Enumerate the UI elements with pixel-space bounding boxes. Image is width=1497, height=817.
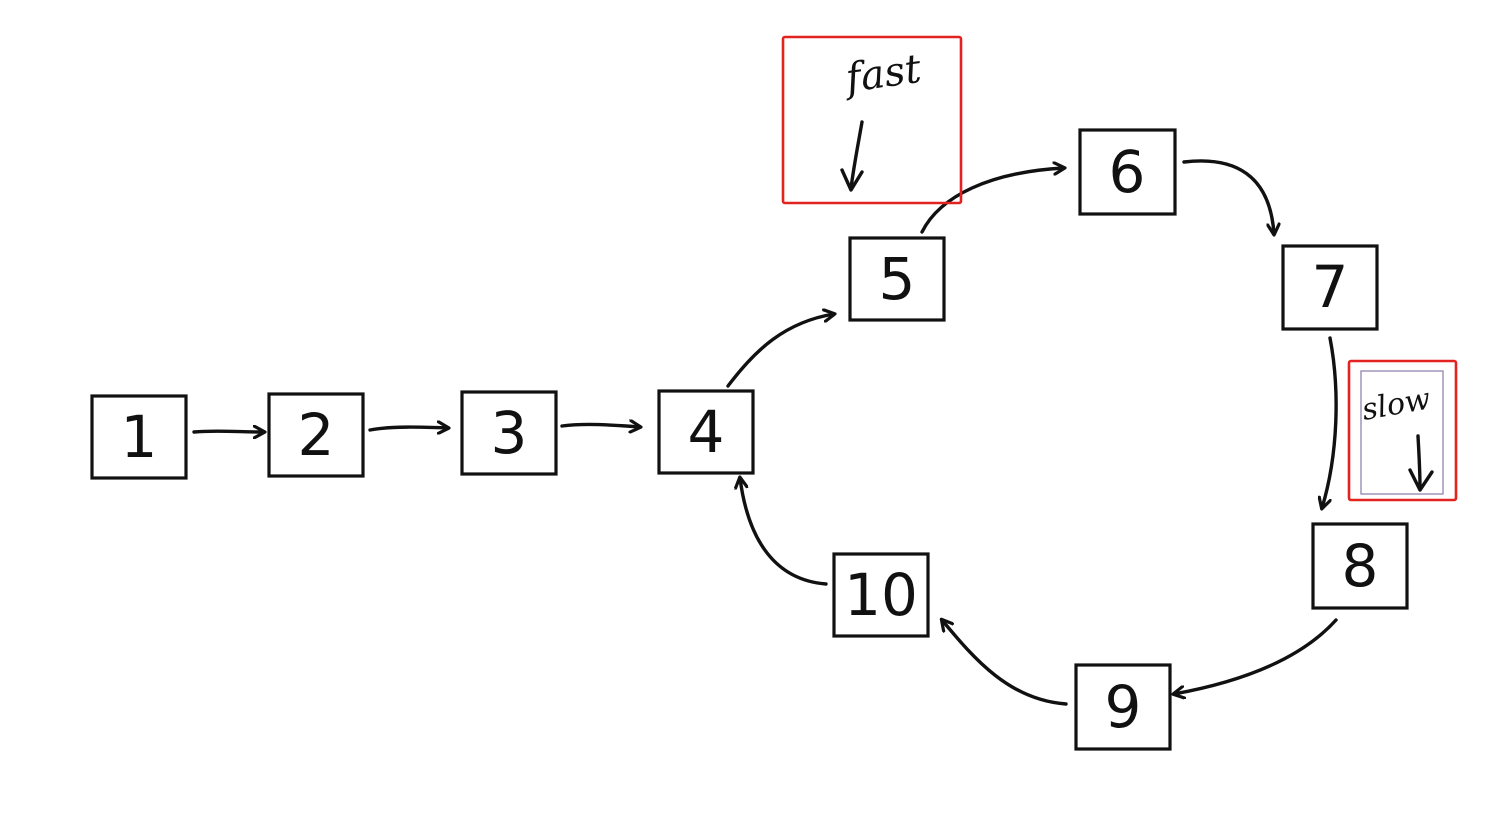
edge-5-6 <box>920 168 1064 234</box>
fast-highlight-box <box>781 35 963 205</box>
edge-10-4 <box>740 478 828 586</box>
slow-inner-frame <box>1360 370 1444 495</box>
edge-6-7 <box>1182 159 1274 234</box>
node-7: 7 <box>1281 244 1379 331</box>
edge-2-3 <box>368 427 448 430</box>
node-label: 4 <box>688 398 725 466</box>
node-label: 9 <box>1105 673 1142 741</box>
edge-1-2 <box>192 431 264 432</box>
node-1: 1 <box>90 394 188 480</box>
edge-4-5 <box>726 314 834 388</box>
nodes: 1 2 3 4 5 6 7 8 <box>90 128 1409 751</box>
node-label: 8 <box>1342 532 1379 600</box>
slow-down-arrow-icon <box>1408 434 1434 492</box>
node-6: 6 <box>1078 128 1177 216</box>
node-label: 10 <box>844 561 918 629</box>
node-label: 3 <box>491 399 528 467</box>
node-3: 3 <box>460 390 558 476</box>
fast-down-arrow-icon <box>840 120 864 192</box>
node-label: 5 <box>879 245 916 313</box>
node-label: 7 <box>1312 253 1349 321</box>
slow-highlight-box <box>1347 359 1458 502</box>
edge-3-4 <box>560 424 640 427</box>
node-5: 5 <box>848 236 946 322</box>
node-10: 10 <box>832 552 930 638</box>
slow-pointer: slow <box>1347 359 1458 502</box>
node-2: 2 <box>267 392 365 478</box>
fast-pointer: fast <box>781 35 963 205</box>
node-label: 1 <box>121 403 158 471</box>
edge-7-8 <box>1322 336 1338 508</box>
fast-label: fast <box>840 46 925 103</box>
node-9: 9 <box>1074 663 1172 751</box>
node-8: 8 <box>1311 522 1409 610</box>
edges <box>192 159 1338 706</box>
node-label: 6 <box>1109 138 1146 206</box>
edge-9-10 <box>942 620 1068 706</box>
slow-label: slow <box>1359 381 1433 427</box>
node-label: 2 <box>298 401 335 469</box>
edge-8-9 <box>1174 618 1338 694</box>
node-4: 4 <box>657 389 755 475</box>
